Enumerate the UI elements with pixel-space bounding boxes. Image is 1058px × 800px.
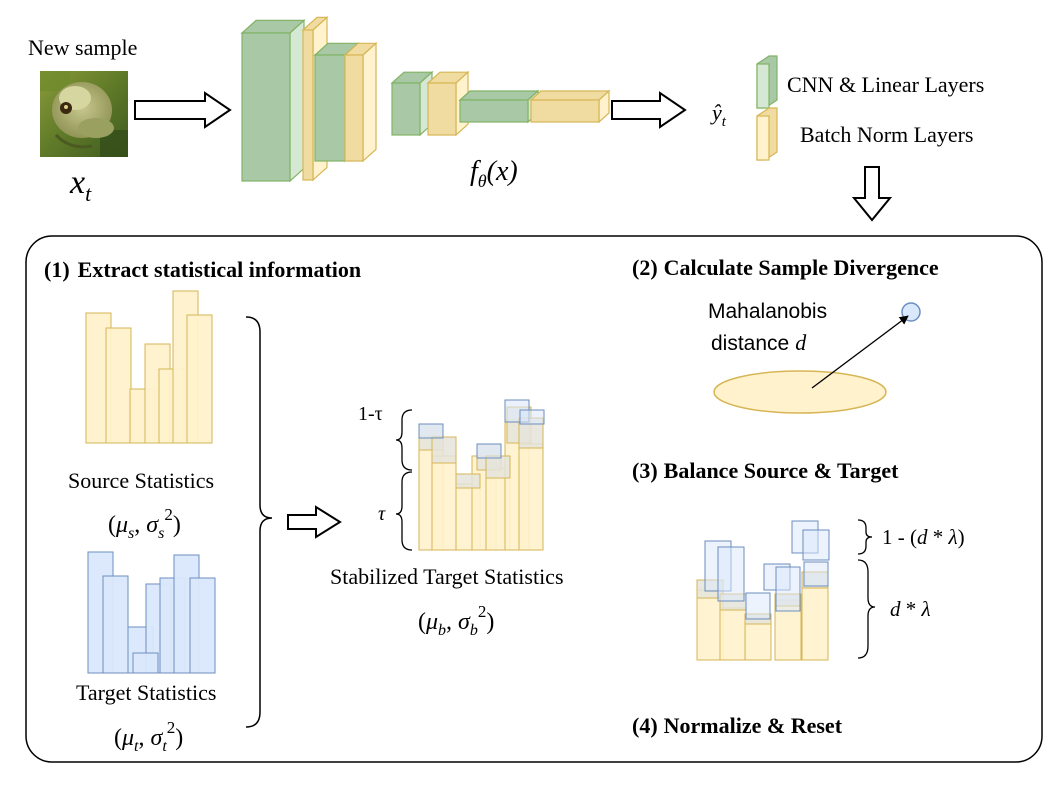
frog-image (40, 71, 128, 157)
stabilize-arrow (287, 505, 342, 539)
stab-overlap-bar-3 (455, 473, 481, 489)
stab-upper-brace (395, 409, 413, 471)
mahalanobis-label: Mahalanobis (708, 300, 827, 323)
bal-yellow-bar-3 (744, 617, 772, 661)
bal-yellow-bar-5 (801, 585, 829, 661)
legend-bn-label: Batch Norm Layers (800, 122, 974, 147)
target-bar-5 (132, 652, 159, 674)
stabilized-stats-formula: (μb, σb2) (418, 602, 494, 639)
stab-blue-bar-4 (519, 409, 545, 425)
input-arrow (134, 91, 232, 129)
source-stats-formula: (μs, σs2) (108, 505, 181, 542)
bn-block-3 (426, 70, 470, 137)
stab-lower-label: τ (378, 503, 386, 525)
target-stats-formula: (μt, σt2) (114, 718, 183, 755)
input-variable: xt (69, 164, 92, 206)
source-distribution-ellipse (713, 370, 887, 414)
bal-blue-bar-5 (775, 566, 801, 612)
bal-blue-bar-8 (803, 561, 829, 587)
conv-block-1 (240, 19, 306, 183)
network-function-label: fθ(x) (470, 156, 518, 191)
bal-blue-bar-2 (717, 546, 745, 602)
step1-header: (1)Extract statistical information (44, 257, 361, 282)
source-bar-2 (105, 327, 132, 444)
balance-upper-brace (857, 519, 873, 555)
stabilized-stats-label: Stabilized Target Statistics (330, 564, 564, 589)
down-arrow (851, 166, 893, 222)
prediction-label: ŷt (710, 100, 727, 130)
step2-header: (2)Calculate Sample Divergence (632, 255, 939, 280)
conv-block-3 (390, 70, 434, 137)
stab-blue-bar-2 (476, 443, 502, 459)
stab-yellow-bar-2 (431, 455, 457, 551)
balance-lower-label: d * λ (890, 597, 931, 621)
balance-upper-label: 1 - (d * λ) (882, 525, 965, 549)
output-arrow (611, 91, 687, 129)
target-stats-label: Target Statistics (76, 680, 216, 705)
bn-block-4 (529, 89, 611, 124)
legend-cnn-swatch (756, 55, 778, 109)
source-stats-label: Source Statistics (68, 468, 214, 493)
bn-block-2 (343, 41, 378, 163)
step1-brace (245, 316, 273, 728)
legend-cnn-label: CNN & Linear Layers (787, 72, 984, 97)
distance-arrow (811, 315, 909, 389)
bal-blue-bar-7 (802, 529, 830, 561)
stab-overlap-bar-5 (485, 455, 511, 479)
bal-blue-bar-3 (745, 592, 771, 620)
target-bar-2 (102, 575, 129, 674)
network-blocks (240, 16, 611, 183)
legend-bn-swatch (756, 107, 778, 161)
balance-lower-brace (857, 559, 876, 659)
stab-blue-bar-1 (418, 423, 444, 439)
target-bar-8 (189, 577, 216, 674)
linear-block-1 (458, 89, 540, 124)
stabilized-statistics-bars (418, 399, 545, 551)
legend: CNN & Linear Layers Batch Norm Layers (756, 55, 984, 161)
stab-overlap-bar-2 (431, 436, 457, 464)
target-statistics-bars (87, 551, 216, 674)
step4-header: (4)Normalize & Reset (632, 713, 843, 738)
bal-yellow-bar-2 (719, 607, 747, 661)
source-statistics-bars (85, 290, 213, 444)
pipeline-panel (25, 235, 1043, 763)
step3-header: (3)Balance Source & Target (632, 458, 899, 483)
stab-upper-label: 1-τ (358, 403, 383, 425)
stab-lower-brace (395, 471, 413, 551)
new-sample-label: New sample (28, 35, 137, 60)
stab-yellow-bar-7 (518, 443, 544, 551)
source-bar-7 (186, 314, 213, 444)
balance-bars (696, 520, 830, 661)
